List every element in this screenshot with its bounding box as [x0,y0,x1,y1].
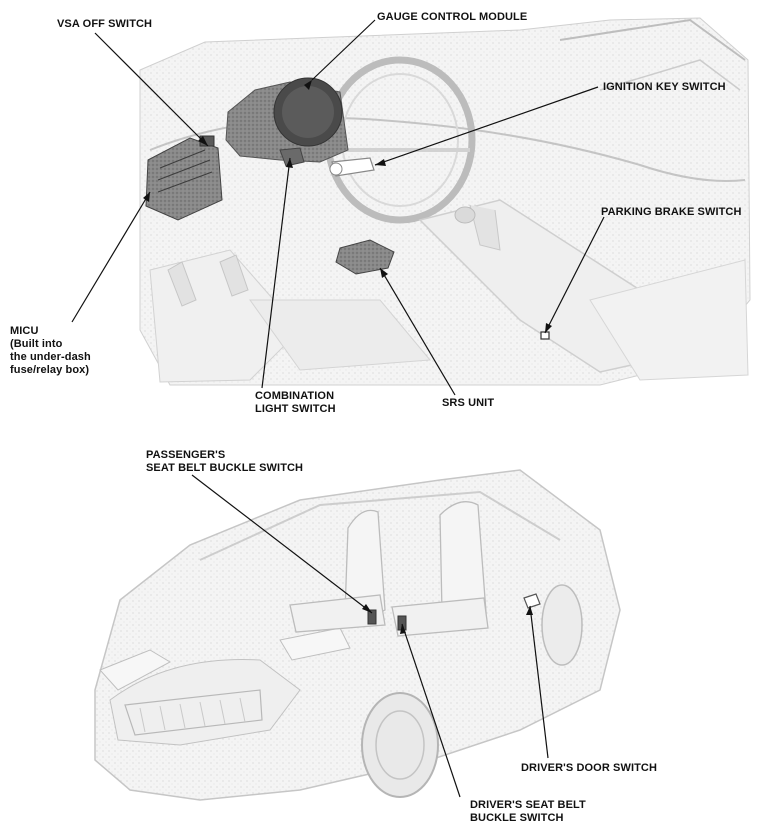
label-vsa-off-switch: VSA OFF SWITCH [57,18,153,30]
interior-illustration [139,17,751,386]
leader-ignition-key-switch [374,86,599,166]
leader-gauge-control-module [311,19,376,81]
label-drivers-door-switch: DRIVER'S DOOR SWITCH [521,762,658,774]
label-micu: MICU (Built into the under-dash fuse/rel… [10,325,91,376]
leader-drivers-door-switch [529,605,549,759]
label-parking-brake-switch: PARKING BRAKE SWITCH [601,206,742,218]
leader-srs-unit [379,267,456,396]
label-srs-unit: SRS UNIT [442,397,495,409]
leader-arrowheads [143,80,552,634]
leader-micu [71,191,151,323]
label-drivers-seat-belt-buckle-switch: DRIVER'S SEAT BELT BUCKLE SWITCH [470,799,586,824]
leader-drivers-buckle-switch [401,623,461,798]
leader-passengers-buckle-switch [191,474,373,614]
vehicle-illustration [94,469,621,801]
label-passengers-seat-belt-buckle-switch: PASSENGER'S SEAT BELT BUCKLE SWITCH [146,449,304,474]
leader-lines [71,19,605,798]
label-ignition-key-switch: IGNITION KEY SWITCH [603,81,726,93]
label-combination-light-switch: COMBINATION LIGHT SWITCH [255,390,336,415]
label-gauge-control-module: GAUGE CONTROL MODULE [377,11,528,23]
leader-combination-light-switch [261,157,291,389]
leader-parking-brake-switch [544,216,605,334]
leader-vsa-off-switch [94,32,209,147]
